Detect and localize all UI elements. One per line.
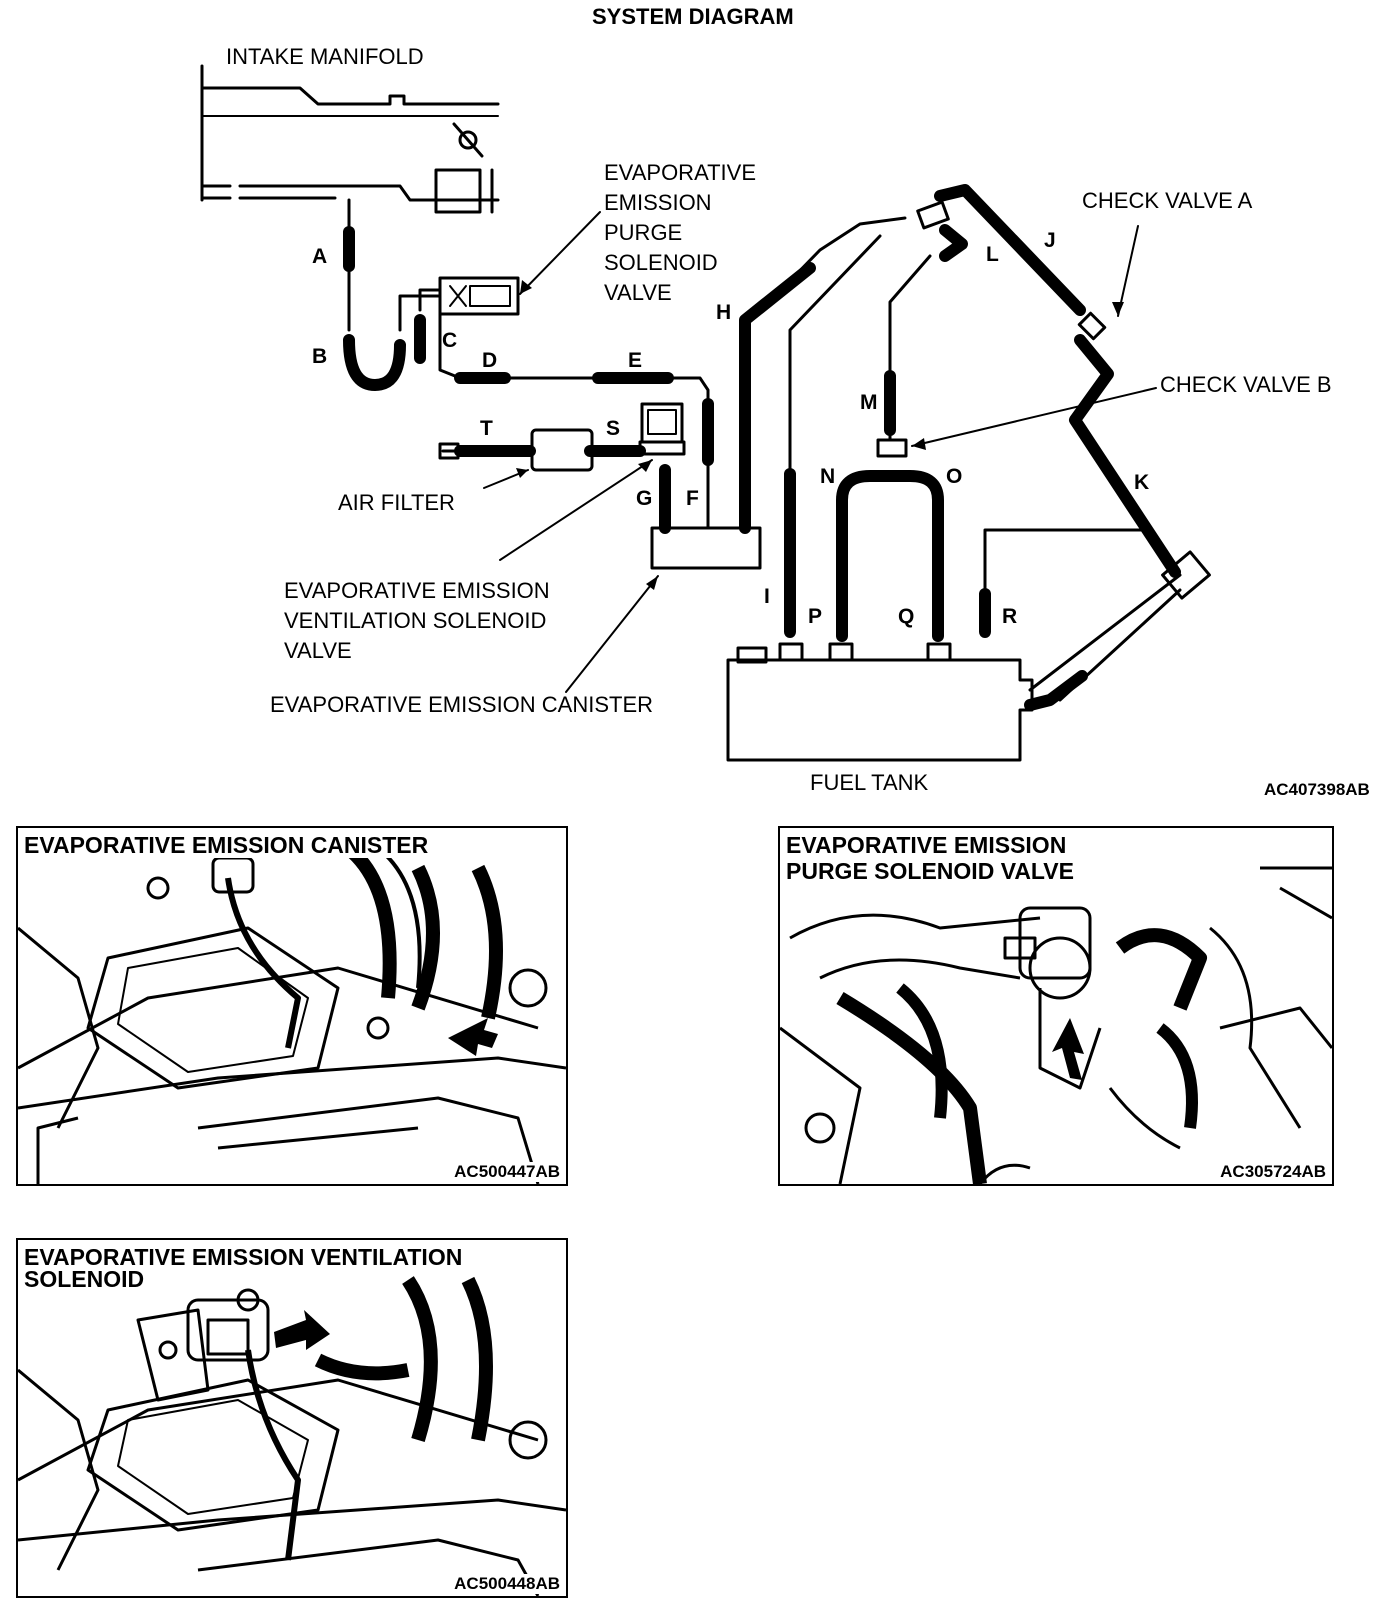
label-check-valve-b: CHECK VALVE B bbox=[1160, 372, 1332, 397]
label-intake-manifold: INTAKE MANIFOLD bbox=[226, 44, 424, 69]
label-ventilation-valve-3: VALVE bbox=[284, 638, 352, 663]
hose-letter-q: Q bbox=[898, 605, 915, 628]
photo-panel-ventilation: EVAPORATIVE EMISSION VENTILATION SOLENOI… bbox=[16, 1238, 568, 1598]
air-filter-shape bbox=[438, 428, 594, 472]
hose-n-o bbox=[836, 470, 944, 596]
hose-j bbox=[934, 184, 1086, 316]
intake-manifold-shape bbox=[200, 64, 500, 214]
label-fuel-tank: FUEL TANK bbox=[810, 770, 929, 795]
hose-letter-a: A bbox=[312, 245, 328, 268]
panel-code-purge: AC305724AB bbox=[1216, 1162, 1326, 1182]
hose-h bbox=[739, 262, 816, 534]
ventilation-photo-illustration bbox=[18, 1276, 566, 1596]
panel-title-vent-2: SOLENOID bbox=[24, 1266, 151, 1292]
purge-valve-shape bbox=[438, 276, 520, 316]
hose-letter-e: E bbox=[628, 349, 643, 372]
diagram-code: AC407398AB bbox=[1264, 780, 1370, 799]
hose-letter-d: D bbox=[482, 349, 498, 372]
arrow-icon bbox=[274, 1310, 330, 1350]
purge-valve-photo-illustration bbox=[780, 866, 1332, 1184]
hose-letter-b: B bbox=[312, 345, 328, 368]
hose-letter-k: K bbox=[1134, 471, 1150, 494]
check-valve-b-shape bbox=[876, 438, 908, 458]
panel-code-vent: AC500448AB bbox=[450, 1574, 560, 1594]
arrow-icon bbox=[448, 1018, 498, 1056]
check-valve-a-shape bbox=[1077, 311, 1107, 341]
label-canister: EVAPORATIVE EMISSION CANISTER bbox=[270, 692, 654, 717]
system-diagram-lines bbox=[200, 64, 1211, 762]
hose-letter-o: O bbox=[946, 465, 963, 488]
label-purge-valve-5: VALVE bbox=[604, 280, 672, 305]
photo-panel-purge-valve: EVAPORATIVE EMISSION PURGE SOLENOID VALV… bbox=[778, 826, 1334, 1186]
hose-letter-i: I bbox=[764, 585, 770, 608]
hose-letter-j: J bbox=[1044, 229, 1056, 252]
panel-code-canister: AC500447AB bbox=[450, 1162, 560, 1182]
diagram-title: SYSTEM DIAGRAM bbox=[592, 4, 794, 29]
hose-letter-c: C bbox=[442, 329, 458, 352]
panel-title-canister: EVAPORATIVE EMISSION CANISTER bbox=[24, 832, 435, 858]
label-purge-valve-4: SOLENOID bbox=[604, 250, 718, 275]
hose-letter-p: P bbox=[808, 605, 823, 628]
canister-shape bbox=[650, 526, 762, 570]
hose-letter-n: N bbox=[820, 465, 836, 488]
hose-letter-h: H bbox=[716, 301, 732, 324]
photo-panel-canister: EVAPORATIVE EMISSION CANISTER AC500447AB bbox=[16, 826, 568, 1186]
hose-letter-f: F bbox=[686, 487, 699, 510]
label-purge-valve-3: PURGE bbox=[604, 220, 683, 245]
panel-title-purge-1: EVAPORATIVE EMISSION bbox=[786, 832, 1073, 858]
hose-letter-l: L bbox=[986, 243, 999, 266]
hose-letter-g: G bbox=[636, 487, 653, 510]
ventilation-valve-shape bbox=[638, 402, 686, 456]
hose-letter-t: T bbox=[480, 417, 493, 440]
hose-letter-r: R bbox=[1002, 605, 1018, 628]
hose-l bbox=[939, 224, 968, 262]
arrow-icon bbox=[1052, 1018, 1084, 1080]
label-check-valve-a: CHECK VALVE A bbox=[1082, 188, 1253, 213]
hose-letter-s: S bbox=[606, 417, 621, 440]
label-purge-valve-2: EMISSION bbox=[604, 190, 712, 215]
label-air-filter: AIR FILTER bbox=[338, 490, 455, 515]
hose-letter-m: M bbox=[860, 391, 878, 414]
hose-tank bbox=[1024, 670, 1088, 711]
canister-photo-illustration bbox=[18, 842, 566, 1184]
label-ventilation-valve-1: EVAPORATIVE EMISSION bbox=[284, 578, 550, 603]
hose-k bbox=[1069, 334, 1181, 578]
panel-title-vent-1: EVAPORATIVE EMISSION VENTILATION bbox=[24, 1244, 469, 1270]
hose-b bbox=[343, 334, 406, 391]
panel-title-purge-2: PURGE SOLENOID VALVE bbox=[786, 858, 1080, 884]
fuel-tank-shape bbox=[726, 642, 1034, 762]
label-ventilation-valve-2: VENTILATION SOLENOID bbox=[284, 608, 547, 633]
label-purge-valve-1: EVAPORATIVE bbox=[604, 160, 757, 185]
